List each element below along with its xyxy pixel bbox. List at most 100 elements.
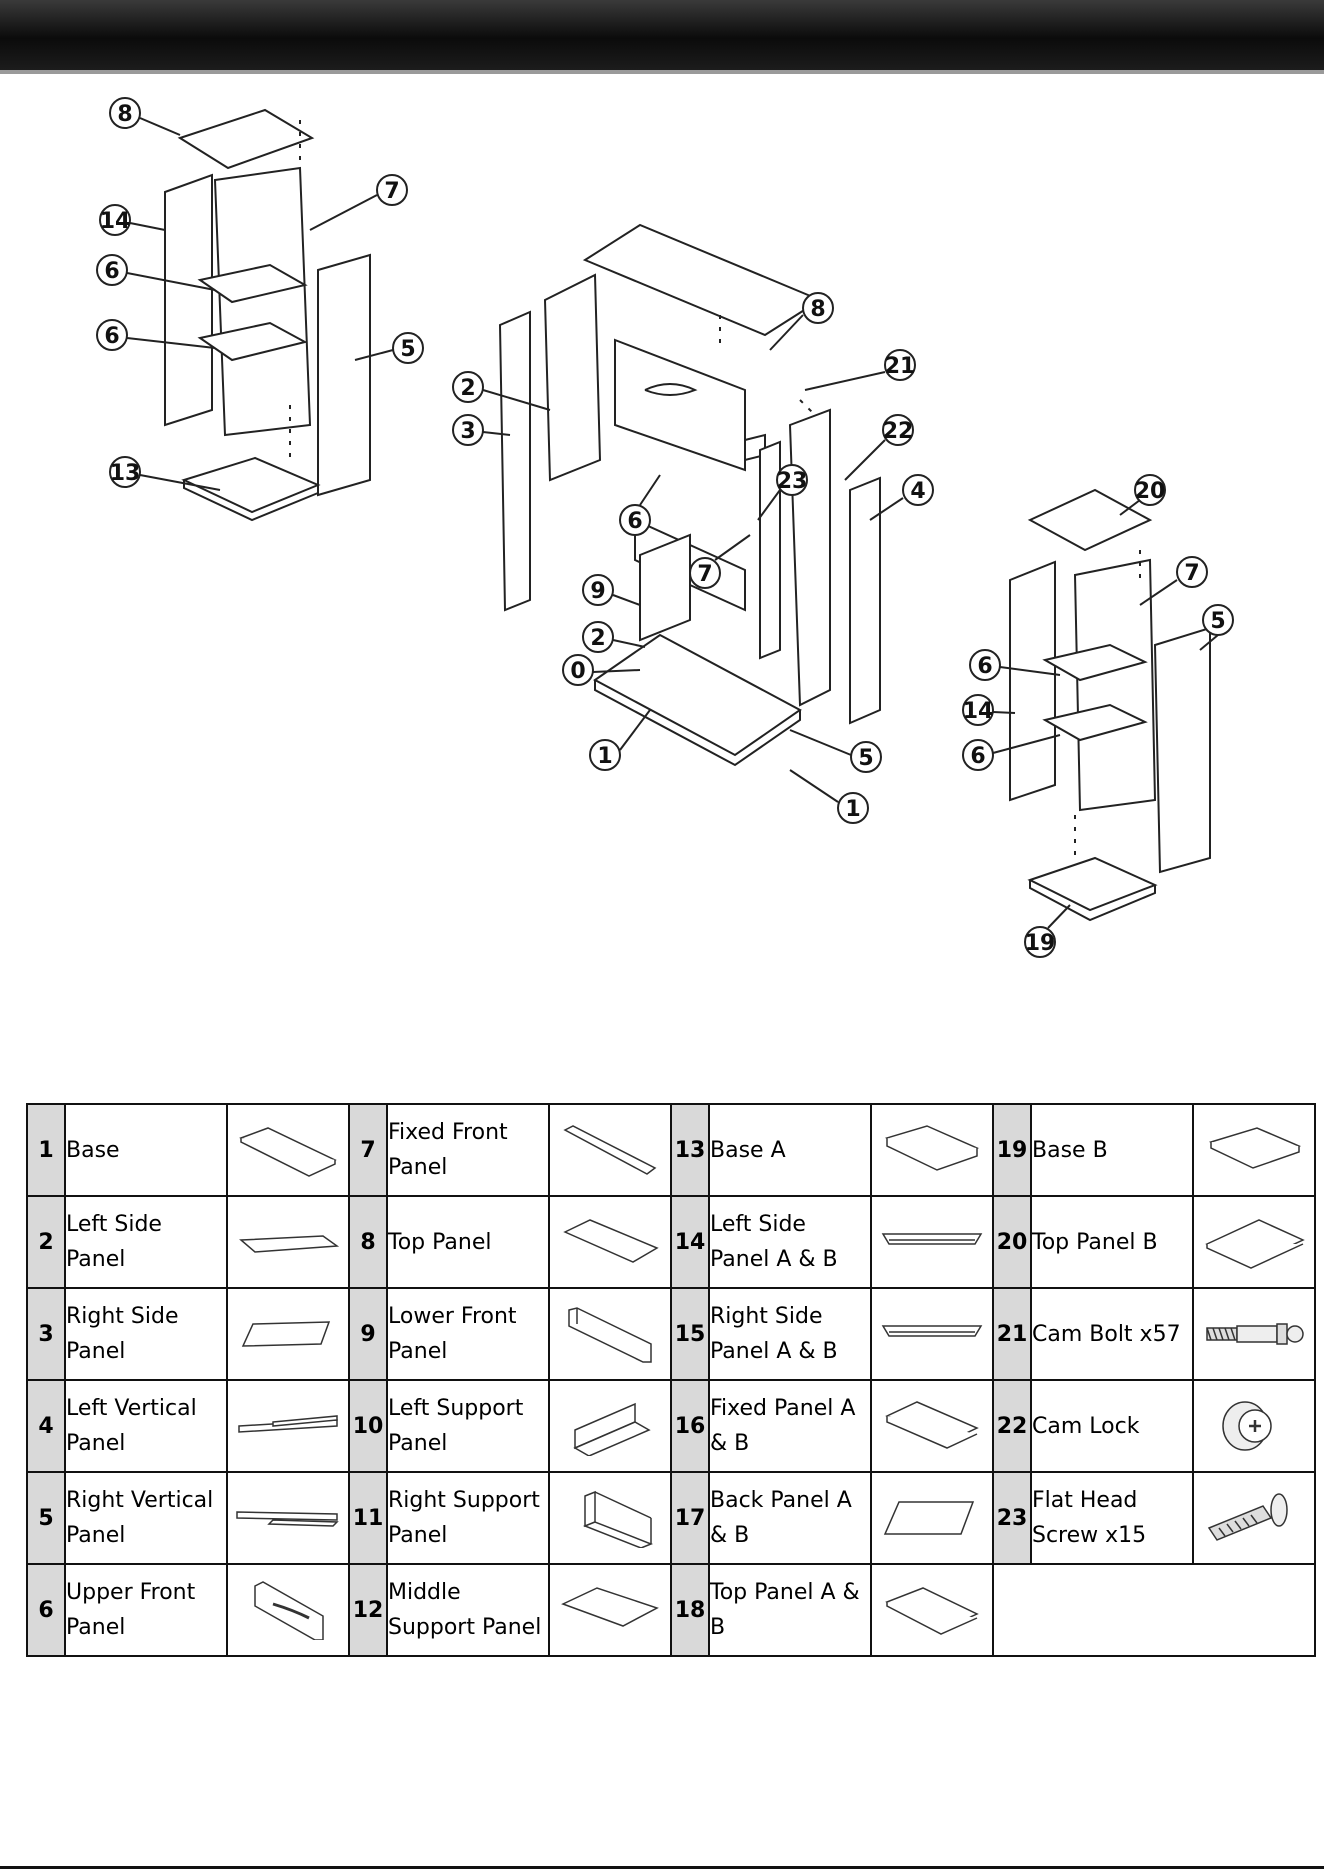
part-name: Top Panel A & B [708,1563,872,1657]
part-image [1192,1103,1316,1197]
part-number: 20 [992,1195,1032,1289]
part-image [548,1379,672,1473]
part-image [870,1471,994,1565]
callout-label: 1 [845,797,860,822]
thick-base-icon [1208,1127,1302,1169]
callout-label: 7 [697,562,712,587]
diagram-svg: 8 14 7 6 6 5 13 2 3 8 21 22 4 6 23 7 9 2… [96,97,1234,958]
left-cabinet [164,108,371,522]
part-name: Right Side Panel A & B [708,1287,872,1381]
part-name: Base B [1030,1103,1194,1197]
cam-bolt-icon [1206,1323,1304,1345]
part-name: Top Panel B [1030,1195,1194,1289]
table-row: 6 Upper Front Panel 12 Middle Support Pa… [26,1563,1316,1657]
part-image [548,1103,672,1197]
l-bracket-right-icon [582,1490,654,1548]
part-name: Base A [708,1103,872,1197]
callout-label: 23 [777,469,808,494]
header-bar [0,0,1324,74]
part-image [226,1195,350,1289]
thick-base-icon [884,1125,980,1171]
side-board-left-icon [239,1235,340,1253]
table-row: 2 Left Side Panel 8 Top Panel 14 Left Si… [26,1195,1316,1289]
thin-board-icon [563,1219,659,1263]
flat-board-icon [239,1127,337,1177]
table-row: 4 Left Vertical Panel 10 Left Support Pa… [26,1379,1316,1473]
part-name: Back Panel A & B [708,1471,872,1565]
part-name: Middle Support Panel [386,1563,550,1657]
part-number: 13 [670,1103,710,1197]
part-name: Cam Bolt x57 [1030,1287,1194,1381]
part-image [1192,1195,1316,1289]
part-number: 23 [992,1471,1032,1565]
callout-label: 4 [910,479,925,504]
part-name: Base [64,1103,228,1197]
callout-label: 8 [117,102,132,127]
part-image [870,1103,994,1197]
part-number: 22 [992,1379,1032,1473]
part-number: 6 [26,1563,66,1657]
cam-lock-icon [1222,1401,1272,1451]
part-number: 21 [992,1287,1032,1381]
part-name: Right Vertical Panel [64,1471,228,1565]
part-name: Left Vertical Panel [64,1379,228,1473]
shelf-board-icon [885,1401,979,1449]
part-image [548,1195,672,1289]
part-name: Cam Lock [1030,1379,1194,1473]
part-name: Right Side Panel [64,1287,228,1381]
callout-label: 6 [977,654,992,679]
part-name: Lower Front Panel [386,1287,550,1381]
part-number: 14 [670,1195,710,1289]
lower-front-board-icon [568,1307,652,1363]
part-name: Fixed Front Panel [386,1103,550,1197]
side-board-right-icon [241,1321,331,1347]
part-number: 10 [348,1379,388,1473]
part-number: 4 [26,1379,66,1473]
part-name: Right Support Panel [386,1471,550,1565]
part-image [1192,1379,1316,1473]
callout-label: 6 [627,509,642,534]
part-image [226,1471,350,1565]
callout-label: 14 [963,699,994,724]
callout-label: 6 [104,259,119,284]
table-row: 3 Right Side Panel 9 Lower Front Panel 1… [26,1287,1316,1381]
callout-label: 9 [590,579,605,604]
part-number: 3 [26,1287,66,1381]
part-number: 5 [26,1471,66,1565]
thin-board-icon [561,1587,659,1627]
shelf-board-icon [1205,1219,1305,1269]
part-image [226,1379,350,1473]
callout-label: 2 [590,626,605,651]
table-row: 1 Base 7 Fixed Front Panel 13 Base A 19 … [26,1103,1316,1197]
callout-label: 5 [400,337,415,362]
front-panel-ornament-icon [254,1581,324,1640]
part-number: 15 [670,1287,710,1381]
callout-label: 14 [100,209,131,234]
part-image [226,1287,350,1381]
callout-label: 0 [570,659,585,684]
part-number: 16 [670,1379,710,1473]
part-number: 19 [992,1103,1032,1197]
part-name: Upper Front Panel [64,1563,228,1657]
exploded-assembly-diagram: 8 14 7 6 6 5 13 2 3 8 21 22 4 6 23 7 9 2… [0,80,1324,980]
part-number: 2 [26,1195,66,1289]
part-name: Left Side Panel A & B [708,1195,872,1289]
callout-label: 22 [883,419,914,444]
part-image [870,1287,994,1381]
callout-label: 6 [970,744,985,769]
callout-label: 7 [1184,561,1199,586]
callout-label: 2 [460,376,475,401]
part-name: Left Side Panel [64,1195,228,1289]
center-fireplace [498,223,881,767]
vertical-rail-left-icon [238,1415,338,1433]
empty-cell [992,1563,1316,1657]
footer-rule [0,1866,1324,1869]
callout-label: 5 [858,746,873,771]
part-image [870,1195,994,1289]
side-rail-icon [881,1325,983,1337]
part-number: 18 [670,1563,710,1657]
side-rail-icon [881,1233,983,1245]
part-image [1192,1471,1316,1565]
part-number: 11 [348,1471,388,1565]
callout-label: 13 [110,461,141,486]
